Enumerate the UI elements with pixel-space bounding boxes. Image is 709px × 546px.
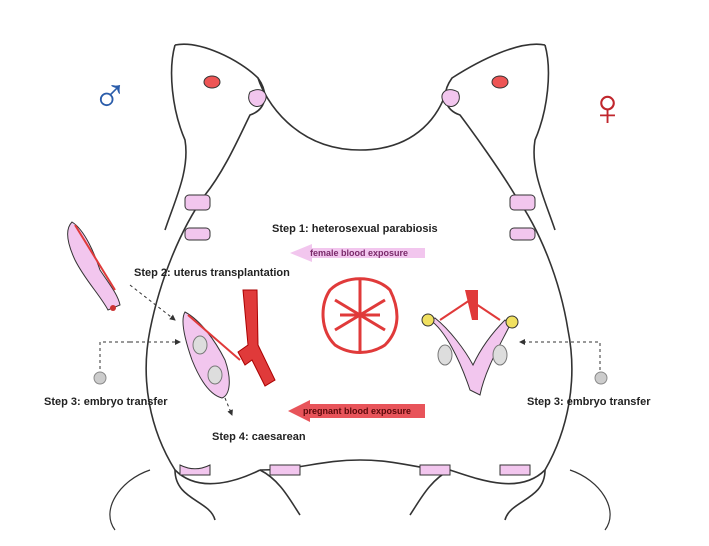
transplanted-uterus [182, 311, 241, 399]
female-blood-arrow: female blood exposure [290, 244, 425, 262]
anastomosis-network [321, 277, 399, 354]
donor-uterus [67, 221, 121, 311]
pregnant-blood-label: pregnant blood exposure [303, 406, 411, 416]
step2-label: Step 2: uterus transplantation [134, 267, 290, 279]
pregnant-blood-arrow: pregnant blood exposure [288, 400, 425, 422]
step3-right-label: Step 3: embryo transfer [527, 396, 651, 408]
embryo-left [93, 371, 107, 385]
female-symbol: ♀ [588, 79, 627, 137]
female-uterus [421, 290, 519, 396]
step4-label: Step 4: caesarean [212, 431, 306, 443]
male-symbol: ♂ [92, 70, 128, 123]
male-vessel [237, 289, 276, 387]
skin-patches [179, 75, 536, 476]
female-blood-label: female blood exposure [310, 248, 408, 258]
step3-left-label: Step 3: embryo transfer [44, 396, 168, 408]
male-rat [109, 43, 451, 531]
female-rat [409, 43, 611, 531]
step1-label: Step 1: heterosexual parabiosis [272, 223, 438, 235]
embryo-right [594, 371, 608, 385]
